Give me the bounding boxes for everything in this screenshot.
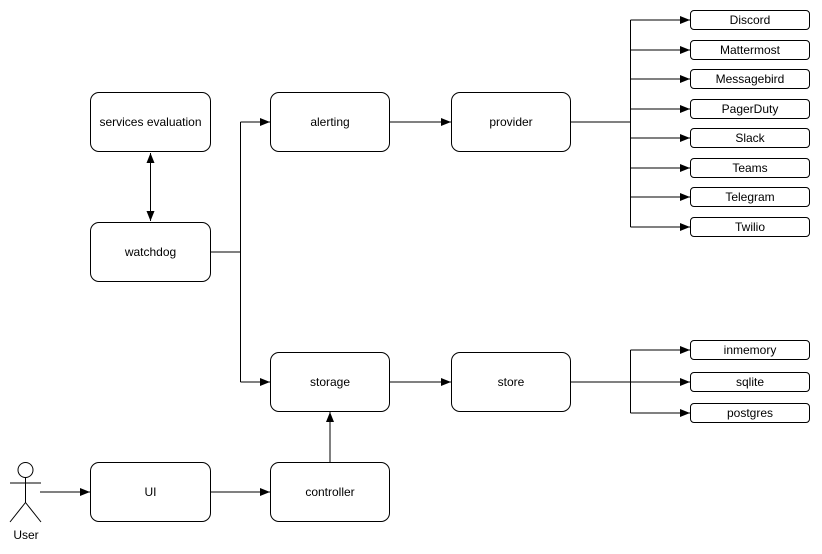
node-provider-discord: Discord (690, 10, 810, 30)
node-services-evaluation: services evaluation (90, 92, 211, 152)
actor-legs (9, 502, 42, 523)
node-store-inmemory: inmemory (690, 340, 810, 360)
user-actor-icon (9, 462, 42, 523)
node-provider-slack: Slack (690, 128, 810, 148)
user-actor-label: User (13, 528, 39, 542)
edge-store-fanout (571, 346, 690, 417)
node-provider-twilio: Twilio (690, 217, 810, 237)
node-store: store (451, 352, 571, 412)
node-store-sqlite: sqlite (690, 372, 810, 392)
provider-fan-trunk (571, 20, 631, 227)
node-provider-telegram: Telegram (690, 187, 810, 207)
node-store-postgres: postgres (690, 403, 810, 423)
node-storage: storage (270, 352, 390, 412)
edge-watchdog-trunk (211, 122, 241, 382)
node-alerting: alerting (270, 92, 390, 152)
node-provider-messagebird: Messagebird (690, 69, 810, 89)
node-provider: provider (451, 92, 571, 152)
node-controller: controller (270, 462, 390, 522)
node-provider-mattermost: Mattermost (690, 40, 810, 60)
node-provider-pagerduty: PagerDuty (690, 99, 810, 119)
node-provider-teams: Teams (690, 158, 810, 178)
node-watchdog: watchdog (90, 222, 211, 282)
actor-head (17, 462, 34, 478)
node-ui: UI (90, 462, 211, 522)
edge-provider-fanout (571, 16, 690, 231)
store-fan-trunk (571, 350, 631, 413)
